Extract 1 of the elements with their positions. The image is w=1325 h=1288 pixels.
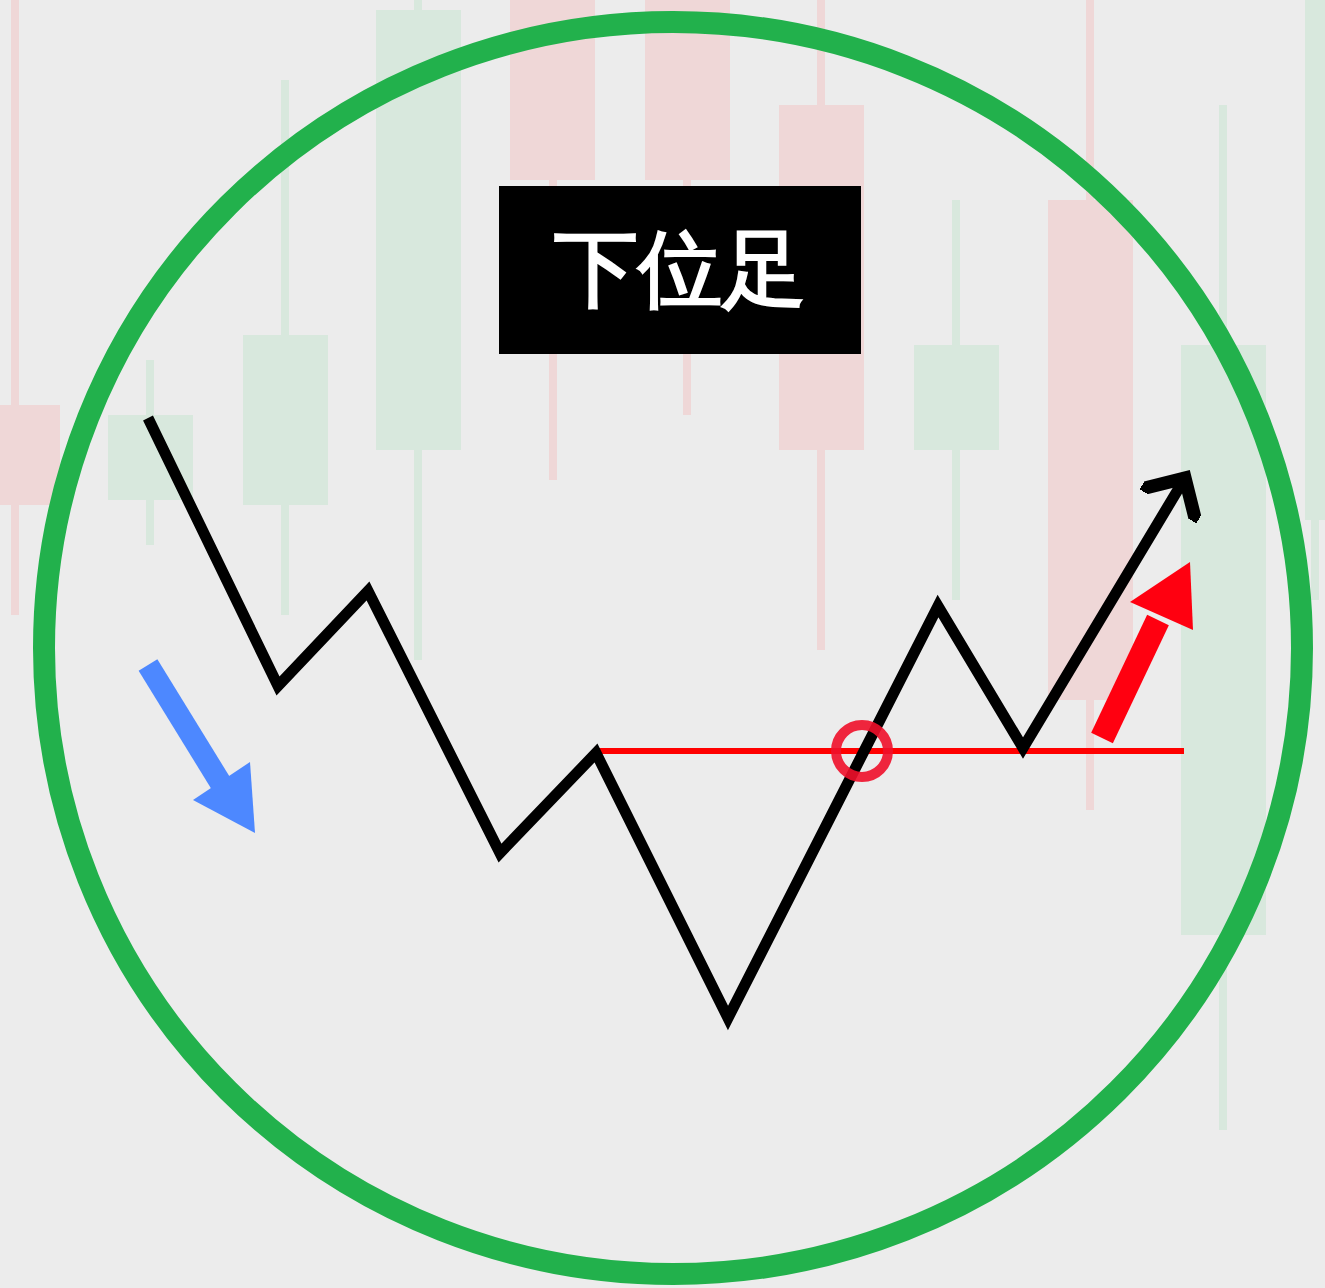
title-banner: 下位足 xyxy=(499,186,861,354)
